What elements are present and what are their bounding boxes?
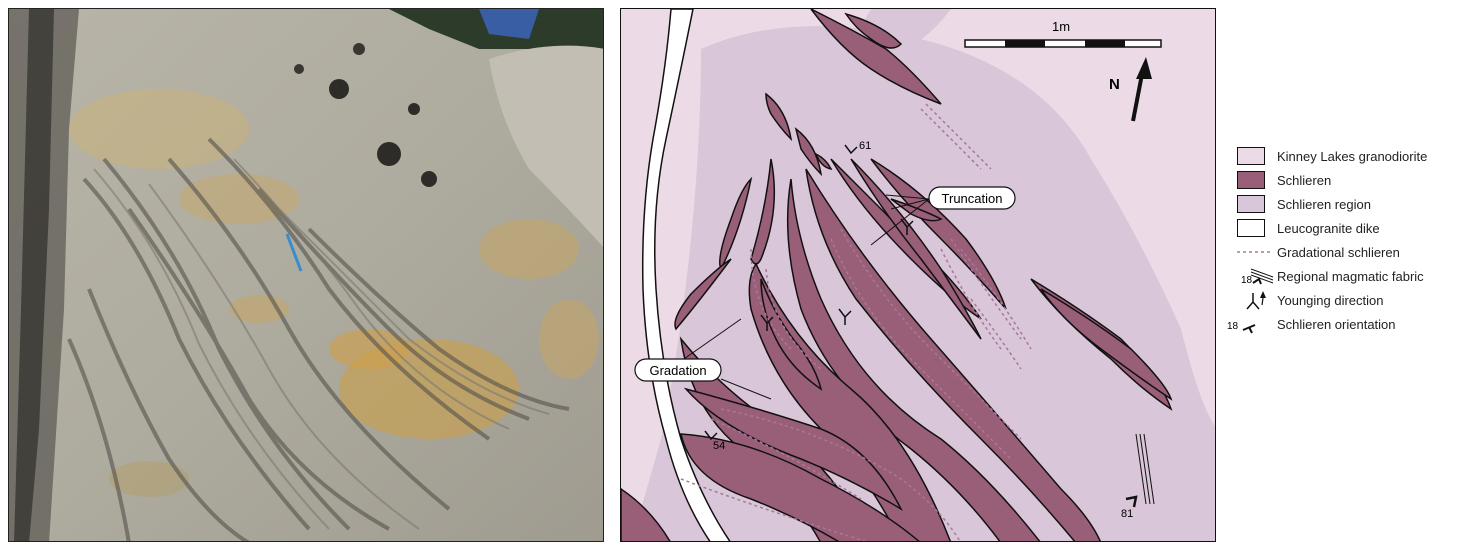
legend-item-younging: Younging direction	[1225, 289, 1384, 311]
legend-label: Schlieren	[1277, 173, 1331, 188]
legend-item-gradational: Gradational schlieren	[1225, 241, 1400, 263]
legend-label: Gradational schlieren	[1277, 245, 1400, 260]
orientation-bottom-value: 54	[713, 440, 725, 452]
legend-item-dike: Leucogranite dike	[1225, 217, 1380, 239]
outcrop-map: 1m N Truncation Gradation	[620, 8, 1216, 542]
scale-label: 1m	[1052, 19, 1070, 34]
dike-swatch	[1237, 219, 1265, 237]
orientation-symbol: 18	[1225, 313, 1277, 335]
outcrop-photo-drawing	[9, 9, 604, 542]
schlieren-region-swatch	[1237, 195, 1265, 213]
fabric-symbol: 18	[1225, 265, 1277, 287]
legend-item-granodiorite: Kinney Lakes granodiorite	[1225, 145, 1427, 167]
legend-item-fabric: 18 Regional magmatic fabric	[1225, 265, 1424, 287]
legend-label: Younging direction	[1277, 293, 1384, 308]
scale-bar: 1m	[965, 19, 1161, 47]
legend-label: Leucogranite dike	[1277, 221, 1380, 236]
fabric-legend-num: 18	[1241, 275, 1253, 286]
schlieren-swatch	[1237, 171, 1265, 189]
legend-item-schlieren-region: Schlieren region	[1225, 193, 1371, 215]
legend-label: Regional magmatic fabric	[1277, 269, 1424, 284]
legend-label: Kinney Lakes granodiorite	[1277, 149, 1427, 164]
gradational-line-symbol	[1225, 241, 1277, 263]
orientation-legend-num: 18	[1227, 321, 1239, 332]
outcrop-photo	[8, 8, 604, 542]
gradation-label: Gradation	[649, 363, 706, 378]
legend-label: Schlieren region	[1277, 197, 1371, 212]
fabric-right-value: 81	[1121, 508, 1133, 520]
truncation-label: Truncation	[942, 191, 1003, 206]
legend-label: Schlieren orientation	[1277, 317, 1396, 332]
legend-item-orientation: 18 Schlieren orientation	[1225, 313, 1396, 335]
younging-symbol	[1225, 289, 1277, 311]
orientation-top-value: 61	[859, 140, 871, 152]
north-label: N	[1109, 76, 1120, 93]
map-drawing: 1m N Truncation Gradation	[621, 9, 1216, 542]
legend-item-schlieren: Schlieren	[1225, 169, 1331, 191]
north-arrow: N	[1109, 57, 1152, 121]
granodiorite-swatch	[1237, 147, 1265, 165]
